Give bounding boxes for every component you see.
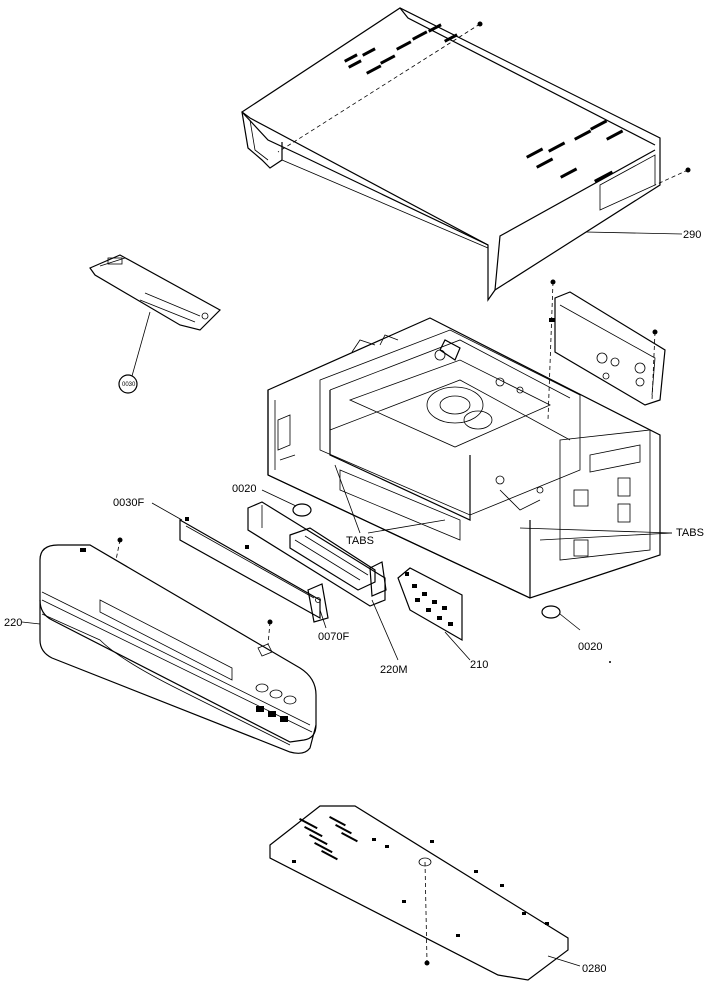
holder-bracket (89, 254, 221, 394)
label-bottom-plate: 0280 (582, 963, 606, 975)
chassis (267, 317, 661, 599)
foot-right (541, 605, 581, 631)
label-shield: 0030F (113, 497, 144, 509)
rear-bracket (547, 279, 666, 421)
label-foot-left: 0020 (232, 483, 256, 495)
label-jack-board: 210 (470, 659, 488, 671)
tabs-pointer-right (519, 527, 673, 534)
display-board (247, 501, 399, 661)
bottom-plate (269, 805, 581, 981)
foot-left (261, 489, 312, 517)
front-panel (21, 537, 317, 754)
label-front-panel: 220 (4, 617, 22, 629)
shield-plate (151, 502, 321, 620)
label-holder: 0030 (122, 382, 136, 388)
label-tabs-left: TABS (346, 535, 374, 547)
label-display-board: 220M (380, 664, 408, 676)
label-bracket: 0070F (318, 631, 349, 643)
jack-board (397, 567, 471, 661)
label-tabs-right: TABS (676, 527, 704, 539)
tabs-pointer-left (334, 464, 361, 534)
top-cover (241, 7, 691, 302)
small-bracket (307, 583, 329, 623)
label-foot-right: 0020 (578, 641, 602, 653)
label-top-cover: 290 (683, 229, 701, 241)
